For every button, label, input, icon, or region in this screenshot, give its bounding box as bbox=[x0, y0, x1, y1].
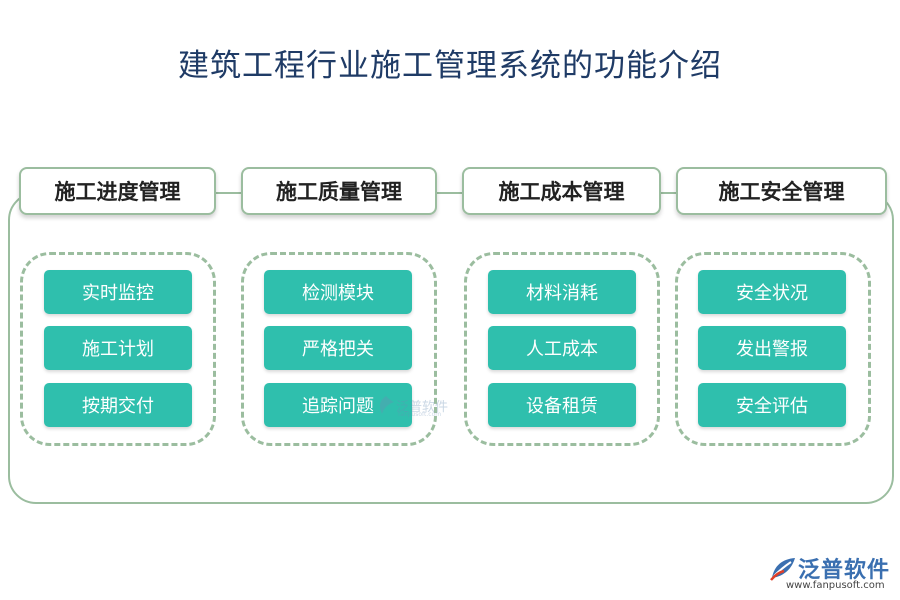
item-labor-cost: 人工成本 bbox=[488, 326, 636, 370]
group-cost bbox=[464, 252, 660, 446]
header-progress: 施工进度管理 bbox=[19, 167, 216, 215]
item-on-time-delivery: 按期交付 bbox=[44, 383, 192, 427]
item-material-consumption: 材料消耗 bbox=[488, 270, 636, 314]
brand-name: 泛普软件 bbox=[798, 558, 891, 583]
item-strict-control: 严格把关 bbox=[264, 326, 412, 370]
item-safety-status: 安全状况 bbox=[698, 270, 846, 314]
item-inspection-module: 检测模块 bbox=[264, 270, 412, 314]
item-issue-tracking: 追踪问题 bbox=[264, 383, 412, 427]
watermark-logo-icon bbox=[379, 396, 394, 414]
group-progress bbox=[20, 252, 216, 446]
brand-leaf-icon bbox=[770, 558, 795, 581]
header-quality: 施工质量管理 bbox=[241, 167, 437, 215]
header-safety: 施工安全管理 bbox=[676, 167, 887, 215]
item-equipment-rental: 设备租赁 bbox=[488, 383, 636, 427]
header-cost: 施工成本管理 bbox=[462, 167, 661, 215]
watermark-sub: fanpusoft.com bbox=[398, 411, 442, 418]
item-construction-plan: 施工计划 bbox=[44, 326, 192, 370]
item-realtime-monitoring: 实时监控 bbox=[44, 270, 192, 314]
brand-logo: 泛普软件 www.fanpusoft.com bbox=[768, 552, 896, 594]
watermark-text: 泛普软件 bbox=[396, 400, 449, 415]
group-safety bbox=[675, 252, 871, 446]
group-quality bbox=[241, 252, 437, 446]
brand-url: www.fanpusoft.com bbox=[786, 580, 885, 591]
item-issue-alarm: 发出警报 bbox=[698, 326, 846, 370]
item-safety-assessment: 安全评估 bbox=[698, 383, 846, 427]
watermark: 泛普软件 fanpusoft.com bbox=[376, 394, 456, 422]
diagram-title: 建筑工程行业施工管理系统的功能介绍 bbox=[178, 48, 722, 84]
